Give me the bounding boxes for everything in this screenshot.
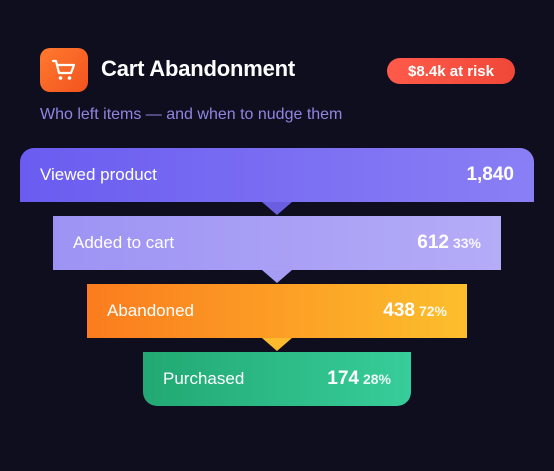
stage-count: 1,840 (466, 164, 514, 185)
stage-count: 438 (383, 300, 415, 321)
stage-label: Purchased (163, 369, 245, 388)
stage-percent: 72% (418, 303, 447, 319)
stage-percent: 28% (362, 371, 391, 387)
shopping-cart-icon (51, 59, 76, 80)
stage-count: 612 (417, 232, 449, 253)
funnel-connector-arrow (262, 338, 292, 351)
stage-percent: 33% (452, 235, 481, 251)
stage-label: Viewed product (40, 165, 157, 184)
funnel-stage-viewed-product[interactable]: Viewed product 1,840 (20, 148, 534, 202)
stage-label: Added to cart (73, 233, 175, 252)
funnel-connector-arrow (262, 270, 292, 283)
page-title: Cart Abandonment (101, 56, 295, 81)
stage-count: 174 (327, 368, 359, 389)
cart-icon-tile (40, 48, 88, 92)
funnel-connector-arrow (262, 202, 292, 215)
revenue-at-risk-badge: $8.4k at risk (387, 58, 515, 84)
stage-label: Abandoned (107, 301, 194, 320)
stage-metrics: 1,840 (466, 164, 514, 186)
page-subtitle: Who left items — and when to nudge them (40, 106, 343, 123)
